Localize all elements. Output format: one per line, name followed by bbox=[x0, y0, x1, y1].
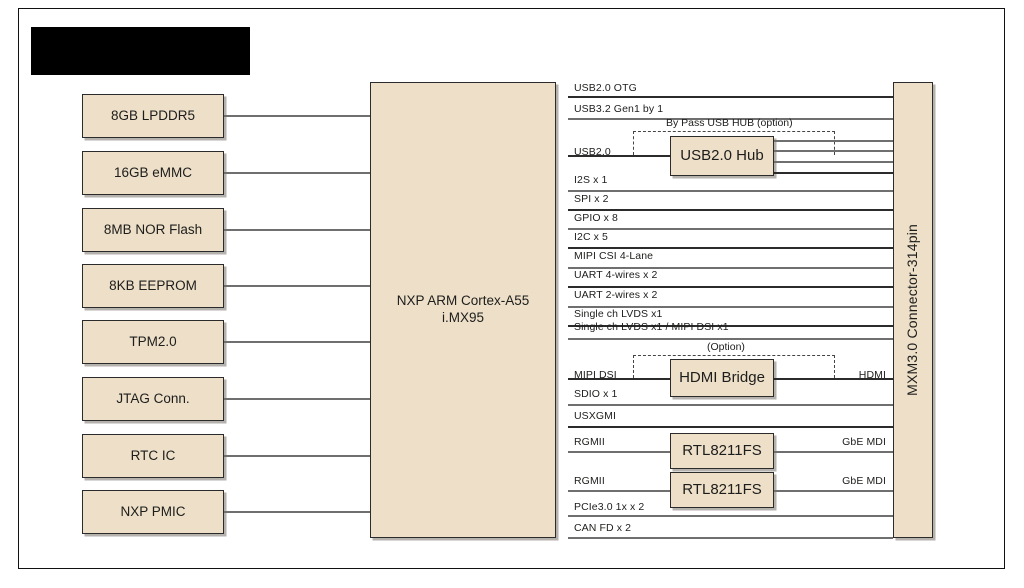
module-lpddr5[interactable]: 8GB LPDDR5 bbox=[82, 94, 224, 138]
wire-rtc bbox=[224, 455, 370, 457]
rail-hdmi-out bbox=[774, 378, 893, 380]
wire-nor-flash bbox=[224, 229, 370, 231]
rail-mipi-dsi-to-bridge bbox=[568, 378, 672, 380]
hdmi-bridge-bypass-dashed-path bbox=[633, 355, 835, 378]
bypass-usb-hub-dashed-path bbox=[633, 131, 835, 155]
module-usb2-hub[interactable]: USB2.0 Hub bbox=[670, 136, 774, 176]
signal-label-gpio: GPIO x 8 bbox=[574, 212, 618, 224]
signal-label-i2c: I2C x 5 bbox=[574, 231, 608, 243]
soc-line-2: i.MX95 bbox=[441, 310, 485, 325]
rail-spi bbox=[568, 209, 893, 211]
signal-label-uart-2wire: UART 2-wires x 2 bbox=[574, 289, 658, 301]
rail-gbe-mdi-1 bbox=[774, 451, 893, 453]
module-label: JTAG Conn. bbox=[116, 390, 190, 406]
module-label: 8MB NOR Flash bbox=[103, 221, 203, 237]
wire-lpddr5 bbox=[224, 115, 370, 117]
rail-pcie bbox=[568, 515, 893, 517]
rail-mipi-csi bbox=[568, 267, 893, 269]
connector-label: MXM3.0 Connector-314pin bbox=[904, 224, 921, 396]
rail-hub-port-1 bbox=[774, 140, 893, 142]
rail-hub-port-2 bbox=[774, 150, 893, 152]
module-emmc[interactable]: 16GB eMMC bbox=[82, 151, 224, 195]
module-label: 8KB EEPROM bbox=[109, 277, 197, 293]
wire-jtag bbox=[224, 398, 370, 400]
module-hdmi-bridge[interactable]: HDMI Bridge bbox=[670, 359, 774, 397]
rail-usb2-to-hub bbox=[568, 155, 672, 157]
module-eeprom[interactable]: 8KB EEPROM bbox=[82, 264, 224, 308]
signal-label-mipi-dsi: MIPI DSI bbox=[574, 369, 617, 381]
annotation-bypass-usb-hub: By Pass USB HUB (option) bbox=[666, 117, 793, 129]
signal-label-rgmii-2: RGMII bbox=[574, 475, 605, 487]
module-label: RTC IC bbox=[130, 447, 176, 463]
rail-uart-2wire bbox=[568, 306, 893, 308]
signal-label-can-fd: CAN FD x 2 bbox=[574, 522, 632, 534]
rail-hub-port-3 bbox=[774, 161, 893, 163]
wire-pmic bbox=[224, 511, 370, 513]
module-label: NXP PMIC bbox=[120, 503, 186, 519]
rail-gpio bbox=[568, 228, 893, 230]
signal-label-uart-4wire: UART 4-wires x 2 bbox=[574, 269, 658, 281]
rail-usb32 bbox=[568, 118, 893, 120]
signal-label-usb32: USB3.2 Gen1 by 1 bbox=[574, 103, 664, 115]
module-label: RTL8211FS bbox=[682, 441, 762, 459]
rail-rgmii-2 bbox=[568, 490, 672, 492]
module-ethernet-phy-1[interactable]: RTL8211FS bbox=[670, 433, 774, 469]
module-label: 16GB eMMC bbox=[113, 164, 193, 180]
signal-label-lvds: Single ch LVDS x1 bbox=[574, 308, 663, 320]
signal-label-usb2-otg: USB2.0 OTG bbox=[574, 82, 637, 94]
signal-label-lvds-mipi-dsi: Single ch LVDS x1 / MIPI DSI x1 bbox=[574, 321, 729, 333]
signal-label-usxgmi: USXGMI bbox=[574, 410, 617, 422]
rail-lvds bbox=[568, 325, 893, 327]
output-label-gbe-mdi-2: GbE MDI bbox=[842, 475, 886, 487]
rail-rgmii-1 bbox=[568, 451, 672, 453]
module-label: USB2.0 Hub bbox=[680, 146, 764, 164]
rail-uart-4wire bbox=[568, 286, 893, 288]
rail-gbe-mdi-2 bbox=[774, 490, 893, 492]
rail-sdio bbox=[568, 404, 893, 406]
module-rtc-ic[interactable]: RTC IC bbox=[82, 434, 224, 478]
signal-label-sdio: SDIO x 1 bbox=[574, 388, 618, 400]
module-tpm[interactable]: TPM2.0 bbox=[82, 320, 224, 364]
module-label: HDMI Bridge bbox=[679, 368, 765, 386]
annotation-hdmi-option: (Option) bbox=[707, 341, 745, 353]
rail-hub-port-4 bbox=[774, 172, 893, 174]
soc-line-1: NXP ARM Cortex-A55 bbox=[396, 293, 530, 309]
rail-can-fd bbox=[568, 537, 893, 539]
rail-usxgmi bbox=[568, 426, 893, 428]
module-label: TPM2.0 bbox=[129, 333, 177, 349]
module-label: RTL8211FS bbox=[682, 480, 762, 498]
output-label-gbe-mdi-1: GbE MDI bbox=[842, 436, 886, 448]
mxm3-connector-block[interactable]: MXM3.0 Connector-314pin bbox=[893, 82, 933, 538]
signal-label-spi: SPI x 2 bbox=[574, 193, 609, 205]
signal-label-usb2: USB2.0 bbox=[574, 146, 611, 158]
rail-usb2-otg bbox=[568, 96, 893, 98]
signal-label-rgmii-1: RGMII bbox=[574, 436, 605, 448]
module-jtag-connector[interactable]: JTAG Conn. bbox=[82, 377, 224, 421]
module-nxp-pmic[interactable]: NXP PMIC bbox=[82, 490, 224, 534]
signal-label-i2s: I2S x 1 bbox=[574, 174, 608, 186]
wire-eeprom bbox=[224, 285, 370, 287]
output-label-hdmi: HDMI bbox=[858, 369, 886, 381]
rail-i2c bbox=[568, 247, 893, 249]
signal-label-pcie: PCIe3.0 1x x 2 bbox=[574, 501, 645, 513]
signal-label-mipi-csi: MIPI CSI 4-Lane bbox=[574, 250, 654, 262]
wire-tpm bbox=[224, 341, 370, 343]
rail-i2s bbox=[568, 190, 893, 192]
module-ethernet-phy-2[interactable]: RTL8211FS bbox=[670, 472, 774, 508]
rail-lvds-mipi-dsi bbox=[568, 338, 893, 340]
redacted-title-block bbox=[31, 27, 250, 75]
module-nor-flash[interactable]: 8MB NOR Flash bbox=[82, 208, 224, 252]
soc-block[interactable]: NXP ARM Cortex-A55 i.MX95 bbox=[370, 82, 556, 538]
module-label: 8GB LPDDR5 bbox=[110, 107, 196, 123]
wire-emmc bbox=[224, 172, 370, 174]
